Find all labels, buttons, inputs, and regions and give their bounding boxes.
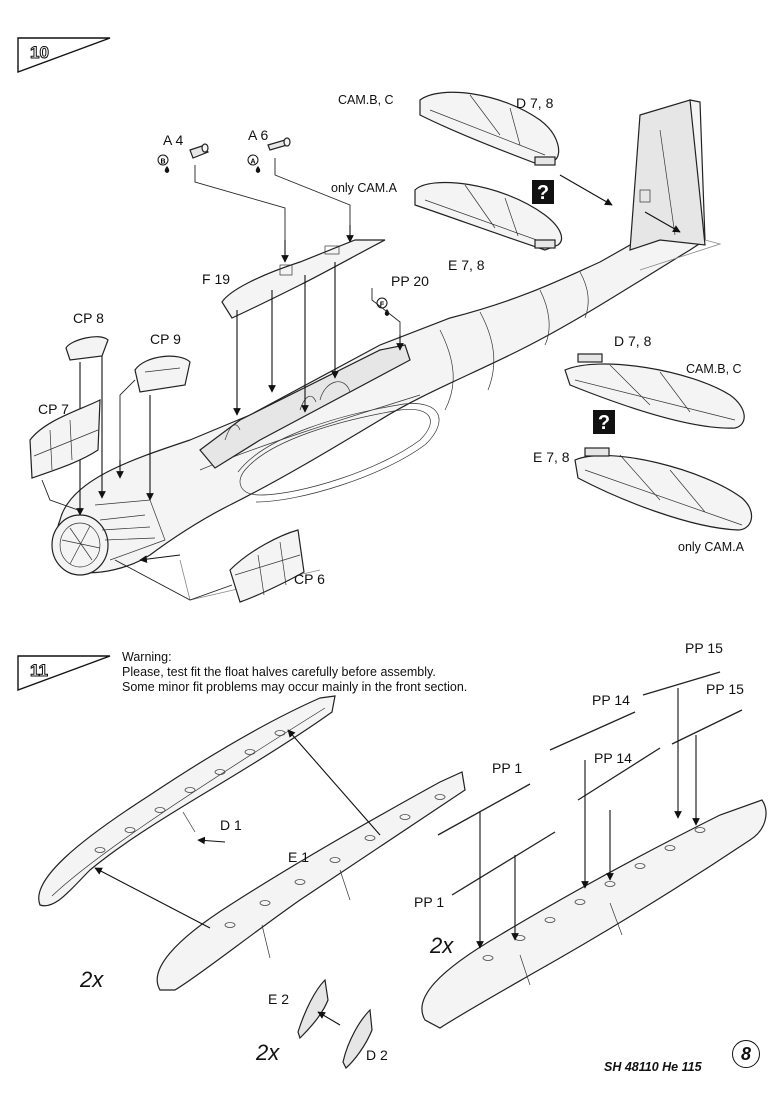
part-e2 bbox=[297, 978, 329, 1040]
question-badge-right: ? bbox=[593, 410, 615, 434]
label-only-cam-a-right: only CAM.A bbox=[678, 540, 745, 554]
label-cp9: CP 9 bbox=[150, 331, 181, 347]
part-d2 bbox=[342, 1008, 373, 1069]
label-pp15-right: PP 15 bbox=[706, 681, 744, 697]
part-a4 bbox=[189, 143, 209, 159]
stabilizer-d78-right bbox=[564, 353, 745, 429]
stabilizer-d78-top bbox=[419, 91, 560, 166]
stabilizer-e78-right bbox=[574, 447, 753, 531]
step-10-badge: 10 bbox=[17, 37, 111, 74]
label-e78-right: E 7, 8 bbox=[533, 449, 570, 465]
label-pp14-right: PP 14 bbox=[594, 750, 632, 766]
part-cp6 bbox=[229, 529, 305, 603]
label-d78-top: D 7, 8 bbox=[516, 95, 554, 111]
footer-code: SH 48110 He 115 bbox=[604, 1060, 702, 1074]
label-cam-bc-right: CAM.B, C bbox=[686, 362, 742, 376]
svg-text:B: B bbox=[160, 159, 165, 166]
step-11-badge: 11 bbox=[17, 655, 111, 692]
svg-text:A: A bbox=[250, 159, 255, 166]
svg-text:?: ? bbox=[598, 412, 610, 434]
glue-icon-pp20: F bbox=[376, 297, 390, 316]
label-2x-right: 2x bbox=[429, 933, 454, 958]
label-cam-bc-top: CAM.B, C bbox=[338, 93, 394, 107]
step-10-number: 10 bbox=[30, 43, 49, 62]
label-e2: E 2 bbox=[268, 991, 289, 1007]
label-d2: D 2 bbox=[366, 1047, 388, 1063]
stabilizer-e78-top bbox=[414, 181, 563, 251]
part-cp7 bbox=[29, 399, 101, 479]
part-cp8 bbox=[65, 336, 109, 361]
glue-icon-a6: A bbox=[247, 154, 261, 173]
label-d78-right: D 7, 8 bbox=[614, 333, 652, 349]
step-11-number: 11 bbox=[30, 661, 48, 680]
float-assembled bbox=[421, 799, 767, 1029]
label-cp7: CP 7 bbox=[38, 401, 69, 417]
warning-line-1: Please, test fit the float halves carefu… bbox=[122, 665, 436, 679]
label-e78-top: E 7, 8 bbox=[448, 257, 485, 273]
part-a6 bbox=[267, 137, 291, 151]
label-a4: A 4 bbox=[163, 132, 183, 148]
label-cp8: CP 8 bbox=[73, 310, 104, 326]
warning-line-2: Some minor fit problems may occur mainly… bbox=[122, 680, 468, 694]
float-half-e1 bbox=[156, 771, 466, 991]
label-pp14-left: PP 14 bbox=[592, 692, 630, 708]
label-pp20: PP 20 bbox=[391, 273, 429, 289]
label-only-cam-a-top: only CAM.A bbox=[331, 181, 398, 195]
label-a6: A 6 bbox=[248, 127, 268, 143]
warning-title: Warning: bbox=[122, 650, 172, 664]
page-number: 8 bbox=[732, 1040, 760, 1068]
label-pp1-top: PP 1 bbox=[492, 760, 522, 776]
warning-note: Warning: Please, test fit the float halv… bbox=[122, 650, 542, 695]
label-cp6: CP 6 bbox=[294, 571, 325, 587]
question-badge-top: ? bbox=[532, 180, 554, 204]
svg-text:?: ? bbox=[537, 182, 549, 204]
canopy-f19 bbox=[221, 239, 386, 319]
part-cp9 bbox=[134, 355, 191, 393]
label-pp1-left: PP 1 bbox=[414, 894, 444, 910]
float-half-d1 bbox=[38, 695, 336, 907]
glue-icon-a4: B bbox=[157, 154, 170, 173]
label-pp15-top: PP 15 bbox=[685, 640, 723, 656]
label-2x-bottom: 2x bbox=[255, 1040, 280, 1065]
label-d1: D 1 bbox=[220, 817, 242, 833]
svg-text:F: F bbox=[380, 302, 385, 309]
label-e1: E 1 bbox=[288, 849, 309, 865]
label-f19: F 19 bbox=[202, 271, 230, 287]
label-2x-left: 2x bbox=[79, 967, 104, 992]
pp-strips bbox=[437, 671, 743, 896]
